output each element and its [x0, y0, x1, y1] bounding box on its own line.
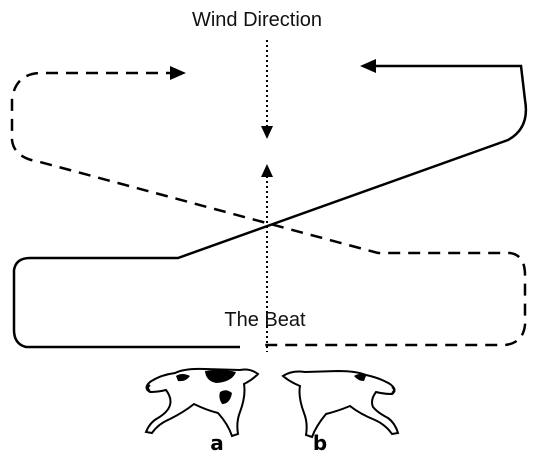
the-beat-label: The Beat	[224, 309, 306, 331]
dog-a: a	[144, 367, 260, 455]
dog-a-arrow-icon	[170, 66, 186, 80]
dog-b: b	[281, 369, 400, 455]
dog-a-path	[10, 66, 527, 347]
dog-b-path	[12, 59, 528, 349]
running-dog-icon	[281, 369, 400, 439]
wind-arrow-down-icon	[261, 126, 273, 139]
wind-direction-label: Wind Direction	[192, 9, 322, 31]
wind-line	[261, 40, 273, 352]
running-dog-icon	[144, 367, 260, 438]
wind-arrow-up-icon	[261, 164, 273, 177]
dog-b-label: b	[313, 431, 327, 455]
dog-a-label: a	[210, 431, 224, 455]
dog-b-arrow-icon	[360, 59, 376, 73]
